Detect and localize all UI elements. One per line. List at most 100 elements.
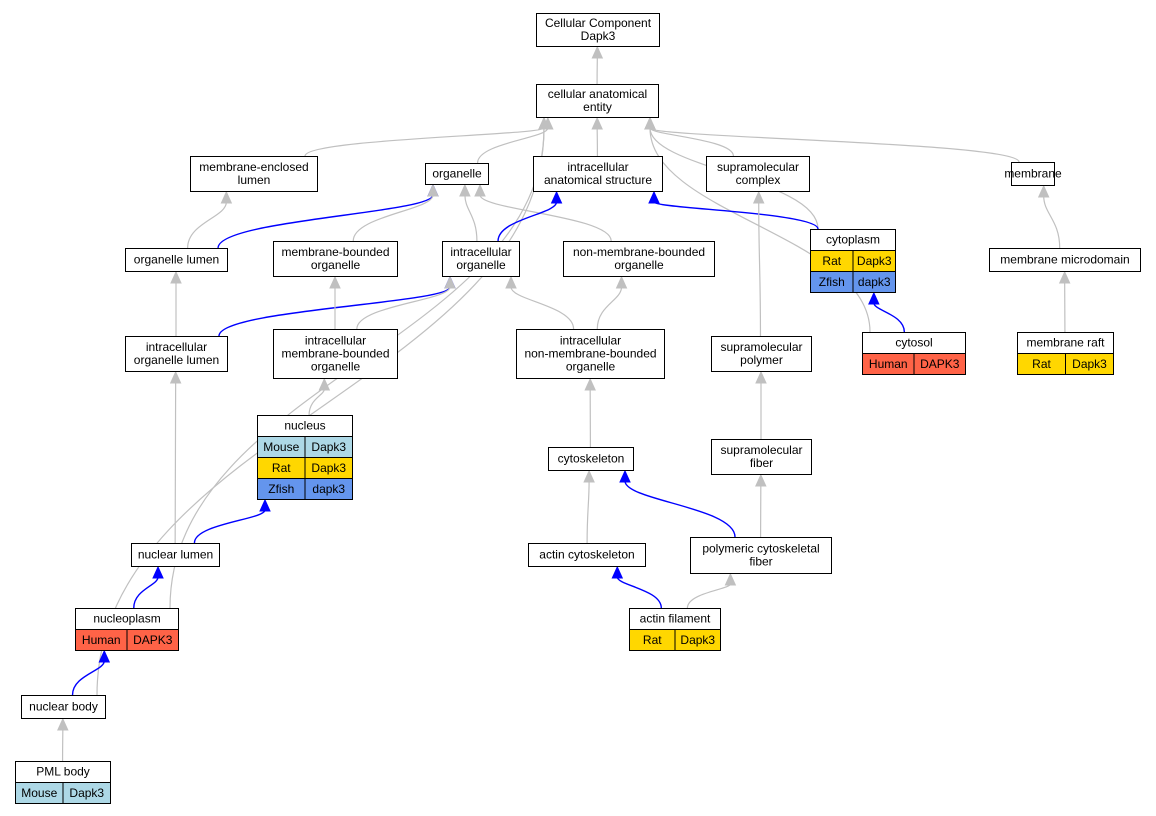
node-mmd[interactable]: membrane microdomain bbox=[989, 248, 1141, 272]
edge-mmd-to-membrane bbox=[1043, 195, 1061, 249]
node-label-line: membrane raft bbox=[1026, 336, 1105, 350]
node-cytoskeleton[interactable]: cytoskeleton bbox=[548, 447, 634, 471]
node-label-line: cellular anatomical bbox=[548, 87, 647, 101]
gene-symbol: dapk3 bbox=[858, 275, 891, 289]
annotation-cell-box bbox=[852, 271, 896, 293]
node-inmbo[interactable]: intracellularnon-membrane-boundedorganel… bbox=[516, 329, 665, 379]
node-label-line: supramolecular bbox=[720, 443, 802, 457]
node-orglumen[interactable]: organelle lumen bbox=[125, 248, 228, 272]
node-label-line: non-membrane-bounded bbox=[573, 245, 705, 259]
node-header-box bbox=[125, 336, 228, 372]
node-header-box bbox=[690, 537, 832, 574]
node-label-line: organelle bbox=[456, 258, 506, 272]
species-label: Mouse bbox=[21, 786, 57, 800]
edge-arrowhead bbox=[591, 116, 603, 130]
edge-io-to-organelle bbox=[464, 194, 478, 242]
edge-arrowhead bbox=[170, 270, 182, 284]
gene-symbol: Dapk3 bbox=[311, 461, 346, 475]
edge-arrowhead bbox=[644, 116, 656, 130]
node-label-line: organelle bbox=[614, 258, 664, 272]
edge-mel-to-cae bbox=[304, 127, 545, 157]
species-label: Rat bbox=[643, 633, 662, 647]
node-label-line: cytoskeleton bbox=[558, 452, 625, 466]
edge-arrowhead bbox=[1058, 270, 1071, 284]
edge-arrowhead bbox=[583, 469, 595, 483]
gene-symbol: Dapk3 bbox=[680, 633, 715, 647]
node-label-line: fiber bbox=[749, 555, 772, 569]
species-label: Rat bbox=[1032, 357, 1051, 371]
node-label-line: entity bbox=[583, 100, 612, 114]
node-membrane[interactable]: membrane bbox=[1004, 162, 1062, 186]
species-label: Human bbox=[82, 633, 121, 647]
node-label-line: organelle bbox=[432, 167, 482, 181]
edge-arrowhead bbox=[755, 473, 767, 487]
node-label-line: organelle bbox=[311, 360, 361, 374]
edge-nlumen-to-nucleus bbox=[193, 509, 266, 544]
node-label-line: intracellular bbox=[305, 334, 366, 348]
node-label-line: nucleus bbox=[284, 419, 325, 433]
node-label-line: PML body bbox=[36, 765, 90, 779]
edge-nlumen-to-iol bbox=[174, 381, 177, 544]
edge-arrowhead bbox=[220, 190, 233, 204]
node-label-line: intracellular bbox=[567, 160, 628, 174]
node-label-line: cytosol bbox=[895, 336, 932, 350]
node-label-line: complex bbox=[736, 173, 781, 187]
node-organelle[interactable]: organelle bbox=[425, 163, 489, 185]
node-label-line: cytoplasm bbox=[826, 233, 880, 247]
node-header-box bbox=[273, 241, 398, 277]
node-nbody[interactable]: nuclear body bbox=[21, 695, 106, 719]
node-label-line: Dapk3 bbox=[581, 29, 616, 43]
edge-arrowhead bbox=[152, 565, 164, 579]
node-header-box bbox=[563, 241, 715, 277]
node-label-line: membrane microdomain bbox=[1000, 253, 1129, 267]
edge-arrowhead bbox=[318, 377, 331, 391]
node-label-line: nucleoplasm bbox=[93, 612, 160, 626]
node-label-line: membrane-bounded bbox=[281, 245, 389, 259]
edge-arrowhead bbox=[584, 377, 596, 391]
node-label-line: membrane bbox=[1004, 167, 1062, 181]
node-label-line: intracellular bbox=[146, 340, 207, 354]
node-header-box bbox=[425, 163, 489, 185]
edge-inmbo-to-io bbox=[510, 286, 575, 330]
node-header-box bbox=[548, 447, 634, 471]
edge-arrowhead bbox=[755, 370, 767, 384]
node-label-line: fiber bbox=[750, 456, 773, 470]
node-nlumen[interactable]: nuclear lumen bbox=[131, 543, 220, 567]
species-label: Rat bbox=[272, 461, 291, 475]
edge-orglumen-to-mel bbox=[187, 201, 227, 249]
edge-io-to-ias bbox=[497, 201, 558, 242]
species-label: Zfish bbox=[819, 275, 845, 289]
edge-actincs-to-cytoskeleton bbox=[586, 480, 590, 544]
edge-arrowhead bbox=[427, 183, 439, 197]
edge-arrowhead bbox=[169, 370, 182, 384]
edge-actinfil-to-pcf bbox=[686, 583, 731, 609]
node-actincs[interactable]: actin cytoskeleton bbox=[528, 543, 646, 567]
edge-arrowhead bbox=[444, 275, 456, 289]
annotation-cell-box bbox=[126, 629, 179, 651]
gene-symbol: Dapk3 bbox=[1072, 357, 1107, 371]
node-label-line: polymeric cytoskeletal bbox=[702, 542, 819, 556]
edge-arrowhead bbox=[648, 190, 660, 204]
node-header-box bbox=[190, 156, 318, 192]
edge-cytoplasm-to-ias bbox=[653, 201, 819, 230]
